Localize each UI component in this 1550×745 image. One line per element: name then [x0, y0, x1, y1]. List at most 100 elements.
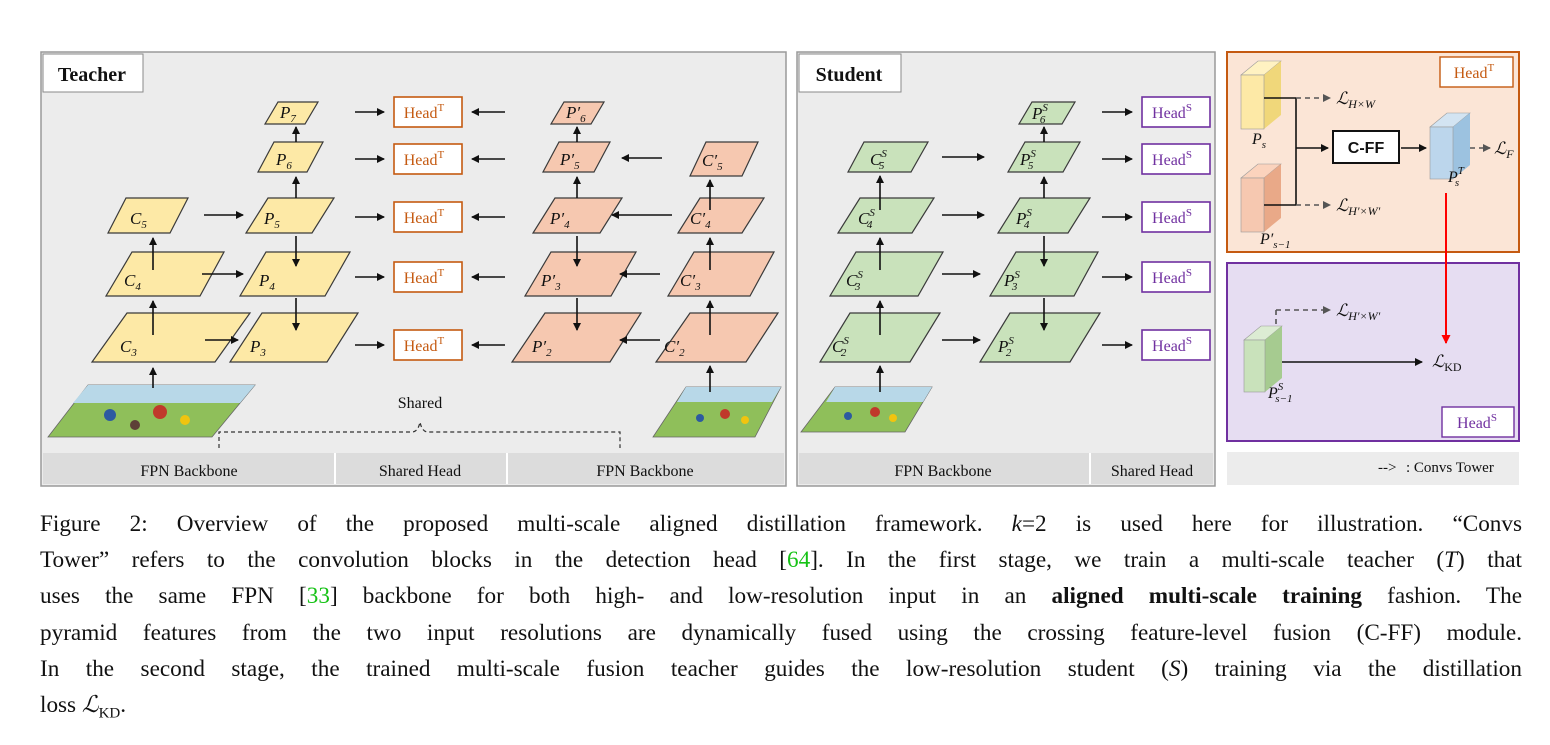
fusion-pst-block: [1429, 112, 1471, 180]
ref-33-link[interactable]: 33: [306, 583, 330, 610]
teacher-c-prime-layers: [654, 141, 780, 363]
teacher-heads: [393, 96, 463, 361]
caption-line-1: Figure 2: Overview of the proposed multi…: [40, 511, 1523, 537]
student-p6: [1017, 101, 1077, 125]
teacher-c4-prime: [676, 197, 766, 234]
teacher-head-p4: [393, 261, 463, 293]
teacher-right-backbone-arrows: [573, 126, 714, 392]
teacher-left-arrows: [149, 108, 385, 388]
teacher-c2-prime: [654, 312, 780, 363]
student-c-layers: [818, 141, 945, 363]
teacher-input-image-large: [47, 384, 256, 438]
fusion-ps-block: [1240, 60, 1282, 130]
student-c5: [847, 141, 930, 173]
fusion-head-box: [1439, 56, 1514, 88]
kd-convs-tower-arrow: [1275, 306, 1331, 324]
fusion-ps1-block: [1240, 163, 1282, 233]
student-head-p6: [1141, 96, 1211, 128]
student-title: Student: [816, 64, 883, 86]
cff-label: C-FF: [1348, 140, 1385, 157]
student-heads: [1141, 96, 1211, 361]
framework-figure: Teacher FPN Backbone Shared Head FPN Bac…: [40, 51, 1520, 487]
head-label: HeadS: [1152, 267, 1192, 287]
fusion-head-label: HeadT: [1454, 62, 1495, 82]
caption-line-3: uses the same FPN [33] backbone for both…: [40, 583, 1522, 610]
student-arrows: [876, 108, 1133, 392]
student-footer-fpn-backbone: FPN Backbone: [894, 463, 991, 480]
kd-loss-hpwp: ℒH′×W′: [1336, 301, 1381, 323]
head-label: HeadT: [404, 102, 445, 122]
head-label: HeadT: [404, 149, 445, 169]
footer-fpn-backbone-right: FPN Backbone: [596, 463, 693, 480]
caption-line-4: pyramid features from the two input reso…: [40, 619, 1522, 646]
legend: --> : Convs Tower: [1227, 452, 1519, 485]
shared-label: Shared: [398, 395, 442, 412]
cff-module: [1332, 130, 1400, 164]
student-c4: [836, 197, 936, 234]
loss-kd: ℒKD: [1432, 352, 1462, 374]
student-head-p5: [1141, 143, 1211, 175]
teacher-c4: [104, 251, 226, 297]
kd-head-box: [1441, 406, 1515, 438]
ref-64-link[interactable]: 64: [787, 547, 811, 574]
head-label: HeadS: [1152, 149, 1192, 169]
caption-line-2: Tower” refers to the convolution blocks …: [40, 547, 1522, 574]
student-footer-shared-head: Shared Head: [1111, 463, 1193, 480]
student-p-layers: [978, 101, 1102, 363]
teacher-head-p6: [393, 143, 463, 175]
teacher-p3: [228, 312, 360, 363]
teacher-p-prime-layers: [510, 101, 643, 363]
teacher-panel: Teacher FPN Backbone Shared Head FPN Bac…: [40, 51, 787, 487]
student-p2: [978, 312, 1102, 363]
footer-shared-head: Shared Head: [379, 463, 461, 480]
caption-line-6: loss ℒKD.: [40, 692, 127, 722]
teacher-p-layers: [228, 101, 360, 363]
caption-line-5: In the second stage, the trained multi-s…: [40, 655, 1522, 682]
teacher-c5-prime: [689, 141, 759, 177]
teacher-c3-prime: [666, 251, 776, 297]
student-p5: [1006, 141, 1082, 173]
student-head-p2: [1141, 329, 1211, 361]
student-p4: [996, 197, 1092, 234]
teacher-c-layers: [90, 197, 252, 363]
head-label: HeadT: [404, 267, 445, 287]
footer-fpn-backbone-left: FPN Backbone: [140, 463, 237, 480]
legend-text: : Convs Tower: [1406, 460, 1494, 476]
teacher-head-p5: [393, 201, 463, 233]
figure-caption: Figure 2: Overview of the proposed multi…: [40, 506, 1522, 732]
student-c3: [828, 251, 945, 297]
head-label: HeadT: [404, 335, 445, 355]
head-label: HeadS: [1152, 335, 1192, 355]
kd-head-label: HeadS: [1457, 412, 1497, 432]
teacher-p5-prime: [542, 141, 611, 173]
student-c2: [818, 312, 942, 363]
teacher-head-labels: HeadT HeadT HeadT HeadT HeadT: [404, 102, 445, 355]
teacher-title: Teacher: [58, 64, 126, 86]
fusion-panel: HeadT Ps P′s−1 C-FF: [1226, 51, 1520, 253]
teacher-p7: [263, 101, 320, 125]
student-head-p3: [1141, 261, 1211, 293]
teacher-p6: [257, 141, 324, 173]
student-input-image: [800, 386, 933, 433]
shared-brace: [218, 421, 621, 448]
teacher-input-image-small: [652, 386, 782, 438]
head-label: HeadS: [1152, 102, 1192, 122]
teacher-p2-prime: [510, 312, 643, 363]
student-p3: [988, 251, 1100, 297]
teacher-p4: [238, 251, 352, 297]
kd-ps1-block: [1243, 325, 1283, 393]
student-head-p4: [1141, 201, 1211, 233]
legend-arrow-glyph: -->: [1378, 460, 1396, 476]
teacher-head-p3: [393, 329, 463, 361]
teacher-p5: [244, 197, 336, 234]
